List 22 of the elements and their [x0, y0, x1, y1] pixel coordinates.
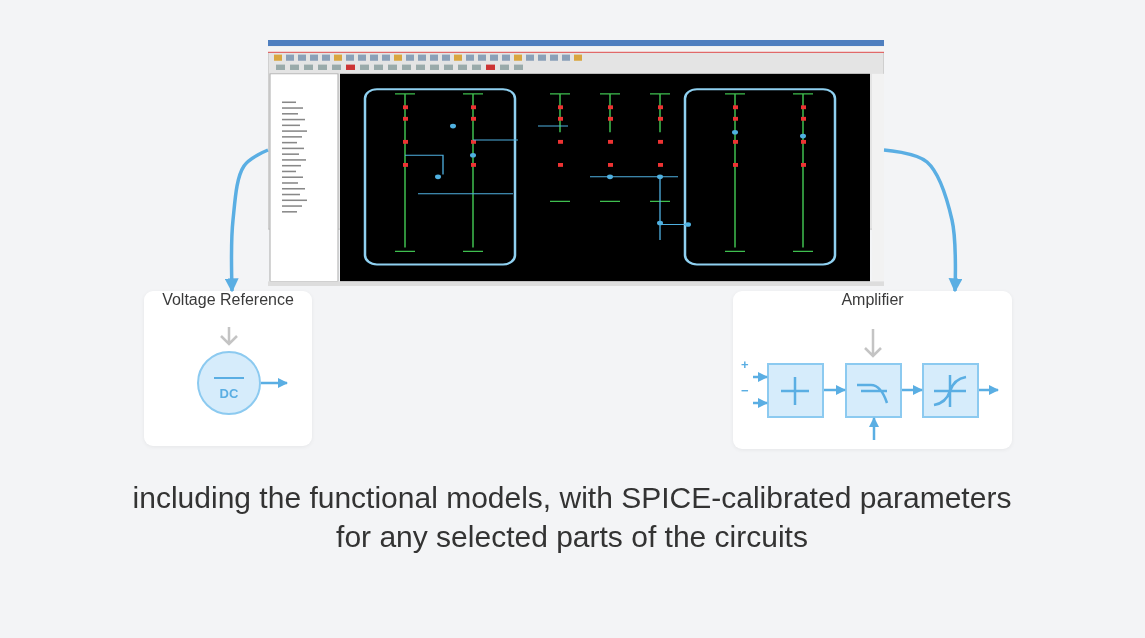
model-card — [733, 291, 1012, 449]
connector-arrow — [753, 398, 768, 408]
limiter-block — [922, 363, 979, 418]
caption-text: including the functional models, with SPICE-calibrated parameters for any selected parts of the circuits — [132, 481, 1012, 553]
summing-block — [767, 363, 824, 418]
connector-arrow — [753, 372, 768, 382]
filter-block — [845, 363, 902, 418]
connector-arrow — [261, 378, 288, 388]
connector-arrow — [224, 148, 269, 293]
connector-arrow — [902, 385, 923, 395]
connector-arrow — [883, 148, 963, 293]
input-sign: + — [741, 358, 749, 371]
schematic-editor-screenshot — [268, 40, 884, 286]
source-label: DC — [219, 386, 239, 401]
connector-arrow — [869, 417, 879, 440]
connector-arrow — [824, 385, 846, 395]
card-heading: Voltage Reference — [162, 291, 294, 309]
dc-source-symbol — [197, 351, 261, 415]
connector-arrow — [979, 385, 999, 395]
card-heading: Amplifier — [841, 291, 904, 309]
input-sign: − — [741, 384, 749, 397]
model-card — [144, 291, 312, 446]
